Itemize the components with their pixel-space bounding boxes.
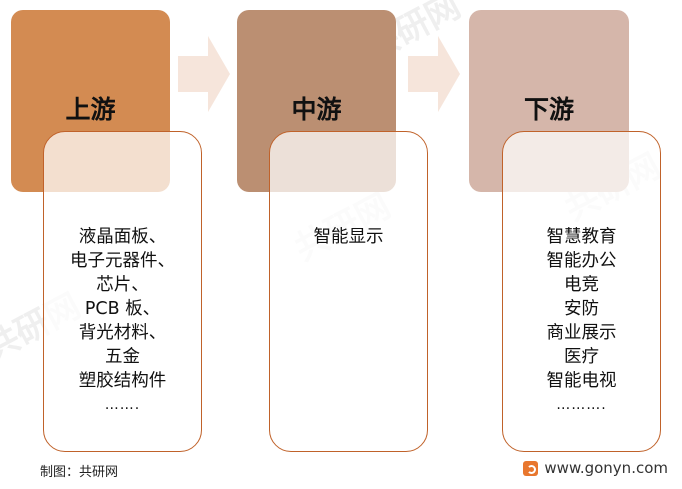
arrow-right-icon (178, 36, 230, 112)
stage-title-midstream: 中游 (291, 95, 342, 124)
list-item: 智能显示 (313, 227, 384, 247)
list-item: 智能电视 (546, 371, 617, 391)
list-item: 背光材料、 (78, 323, 167, 343)
chart-credit: 制图：共研网 (40, 465, 119, 480)
list-item: 医疗 (564, 347, 599, 367)
upstream-list: 液晶面板、 电子元器件、 芯片、 PCB 板、 背光材料、 五金 塑胶结构件 …… (44, 225, 201, 417)
list-item: 商业展示 (546, 323, 617, 343)
downstream-list: 智慧教育 智能办公 电竞 安防 商业展示 医疗 智能电视 ………. (503, 225, 660, 417)
list-item: 智慧教育 (546, 227, 617, 247)
footer-url: www.gonyn.com (544, 459, 668, 477)
list-item: ……. (104, 397, 141, 413)
arrow-right-icon (408, 36, 460, 112)
list-item: 芯片、 (96, 275, 149, 295)
detail-box-midstream: 智能显示 (269, 131, 428, 452)
list-item: 安防 (564, 299, 599, 319)
stage-title-downstream: 下游 (523, 95, 574, 124)
brand-logo-icon (523, 460, 539, 476)
list-item: 液晶面板、 (78, 227, 167, 247)
list-item: ………. (556, 397, 607, 413)
list-item: 塑胶结构件 (78, 371, 167, 391)
stage-title-upstream: 上游 (65, 95, 116, 124)
list-item: 电子元器件、 (70, 251, 175, 271)
list-item: PCB 板、 (84, 299, 161, 319)
list-item: 五金 (105, 347, 140, 367)
footer-brand: www.gonyn.com (523, 459, 668, 477)
midstream-list: 智能显示 (270, 225, 427, 249)
detail-box-downstream: 智慧教育 智能办公 电竞 安防 商业展示 医疗 智能电视 ………. (502, 131, 661, 452)
detail-box-upstream: 液晶面板、 电子元器件、 芯片、 PCB 板、 背光材料、 五金 塑胶结构件 …… (43, 131, 202, 452)
list-item: 电竞 (564, 275, 599, 295)
list-item: 智能办公 (546, 251, 617, 271)
